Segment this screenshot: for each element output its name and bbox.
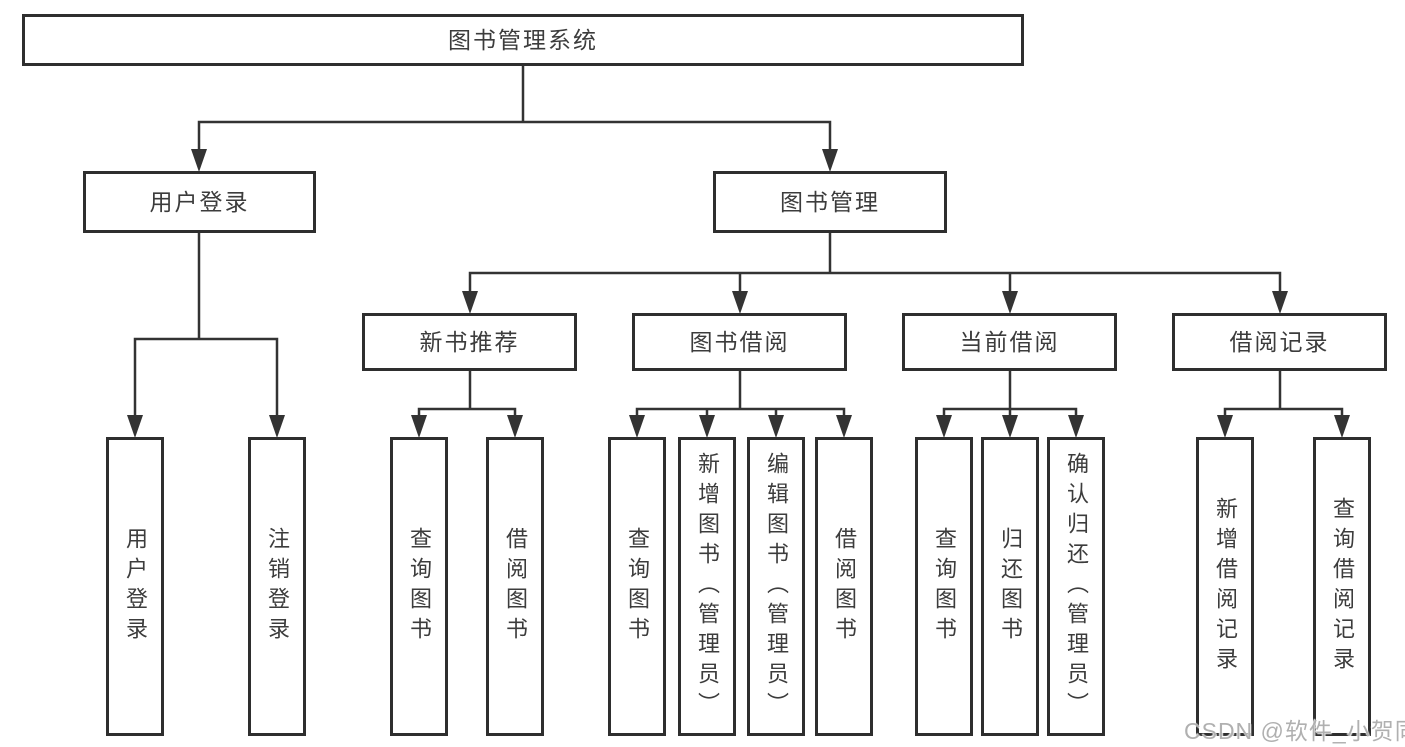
node-leaf-add-books-admin: 新增图书（管理员）	[678, 437, 736, 736]
node-leaf-logout: 注销登录	[248, 437, 306, 736]
node-leaf-confirm-return-admin: 确认归还（管理员）	[1047, 437, 1105, 736]
node-leaf-query-borrow-record: 查询借阅记录	[1313, 437, 1371, 736]
node-leaf-borrow-books-recommend: 借阅图书	[486, 437, 544, 736]
node-leaf-user-login: 用户登录	[106, 437, 164, 736]
node-leaf-return-books: 归还图书	[981, 437, 1039, 736]
node-user-login: 用户登录	[83, 171, 316, 233]
node-leaf-add-borrow-record: 新增借阅记录	[1196, 437, 1254, 736]
watermark: CSDN @软件_小贺同学	[1184, 718, 1405, 744]
arrowheads	[127, 149, 1350, 438]
node-leaf-edit-books-admin: 编辑图书（管理员）	[747, 437, 805, 736]
node-new-book-recommend: 新书推荐	[362, 313, 577, 371]
node-leaf-query-books-borrowing: 查询图书	[608, 437, 666, 736]
node-current-borrowing: 当前借阅	[902, 313, 1117, 371]
node-leaf-query-books-recommend: 查询图书	[390, 437, 448, 736]
node-leaf-query-books-current: 查询图书	[915, 437, 973, 736]
node-borrowing-records: 借阅记录	[1172, 313, 1387, 371]
node-book-borrowing: 图书借阅	[632, 313, 847, 371]
node-library-system: 图书管理系统	[22, 14, 1024, 66]
node-leaf-borrow-books: 借阅图书	[815, 437, 873, 736]
node-book-management: 图书管理	[713, 171, 947, 233]
